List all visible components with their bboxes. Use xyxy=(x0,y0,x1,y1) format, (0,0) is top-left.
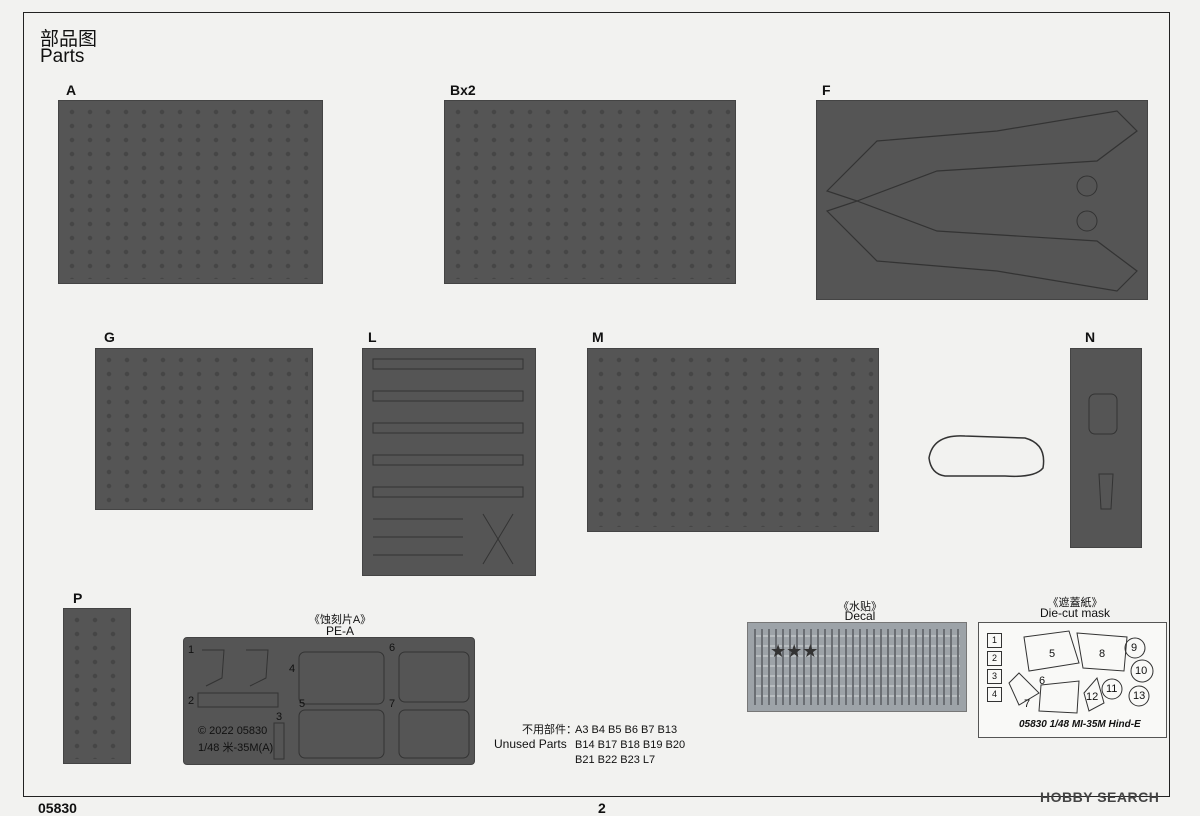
pe-num-3: 3 xyxy=(276,711,283,723)
pe-title-cn: 《蚀刻片A》 xyxy=(308,614,372,626)
decal-sheet: ★★★ xyxy=(747,622,967,712)
sprue-label-f: F xyxy=(822,82,831,98)
sprue-label-b: Bx2 xyxy=(450,82,476,98)
decal-stars: ★★★ xyxy=(770,641,819,661)
unused-line-3: B21 B22 B23 L7 xyxy=(575,754,656,766)
page-title-en: Parts xyxy=(40,46,85,67)
mask-num-11: 11 xyxy=(1106,683,1118,695)
mask-num-8: 8 xyxy=(1099,648,1106,660)
sprue-label-l: L xyxy=(368,329,377,345)
sprue-label-m: M xyxy=(592,329,604,345)
sprue-a xyxy=(58,100,323,284)
pe-num-4: 4 xyxy=(289,663,296,675)
mask-title-cn: 《遮蓋紙》 xyxy=(1047,597,1103,609)
canopy-part-drawing xyxy=(928,435,1045,478)
sprue-label-n: N xyxy=(1085,329,1096,345)
page-title-cn: 部品图 xyxy=(40,29,98,50)
mask-num-3: 3 xyxy=(987,669,1002,684)
sprue-label-a: A xyxy=(66,82,77,98)
sprue-f xyxy=(816,100,1148,300)
pe-num-5: 5 xyxy=(299,698,306,710)
pe-num-6: 6 xyxy=(389,642,396,654)
sprue-m xyxy=(587,348,879,532)
unused-label-cn: 不用部件： xyxy=(522,724,577,736)
unused-line-1: A3 B4 B5 B6 B7 B13 xyxy=(575,724,678,736)
mask-num-6: 6 xyxy=(1039,675,1046,687)
mask-num-12: 12 xyxy=(1086,691,1099,703)
sprue-n xyxy=(1070,348,1142,548)
mask-num-9: 9 xyxy=(1131,642,1138,654)
decal-title-cn: 《水贴》 xyxy=(838,601,882,613)
sprue-label-g: G xyxy=(104,329,115,345)
mask-sheet: 1 2 3 4 5 6 7 8 9 10 11 12 13 05830 1/48… xyxy=(978,622,1167,738)
pe-parts-drawing xyxy=(197,649,470,760)
fuselage-parts-drawing xyxy=(825,110,1138,292)
unused-line-2: B14 B17 B18 B19 B20 xyxy=(575,739,686,751)
mask-num-7: 7 xyxy=(1024,698,1031,710)
unused-label-en: Unused Parts xyxy=(494,737,567,751)
sprue-g xyxy=(95,348,313,510)
canopy-sprue-drawing xyxy=(1088,393,1118,510)
sprue-l xyxy=(362,348,536,576)
rotor-blades-drawing xyxy=(372,358,524,565)
pe-num-2: 2 xyxy=(188,695,195,707)
mask-num-13: 13 xyxy=(1133,690,1146,702)
pe-scale: 1/48 米-35M(A) xyxy=(198,742,274,754)
mask-num-4: 4 xyxy=(987,687,1002,702)
page-frame xyxy=(23,12,1170,797)
sprue-p xyxy=(63,608,131,764)
pe-title-en: PE-A xyxy=(325,624,354,638)
watermark: HOBBY SEARCH xyxy=(1040,789,1160,805)
pe-fret: © 2022 05830 1/48 米-35M(A) 1 2 3 4 5 6 7 xyxy=(183,637,475,765)
sprue-b xyxy=(444,100,736,284)
mask-num-5: 5 xyxy=(1049,648,1056,660)
mask-caption: 05830 1/48 MI-35M Hind-E xyxy=(1019,719,1141,730)
decal-title-en: Decal xyxy=(844,609,876,623)
footer-page: 2 xyxy=(598,800,606,816)
mask-shapes-drawing xyxy=(1008,630,1154,714)
mask-title-en: Die-cut mask xyxy=(1039,606,1110,620)
pe-num-1: 1 xyxy=(188,644,195,656)
footer-code: 05830 xyxy=(38,800,77,816)
sprue-label-p: P xyxy=(73,590,83,606)
mask-num-2: 2 xyxy=(987,651,1002,666)
pe-num-7: 7 xyxy=(389,698,396,710)
mask-num-10: 10 xyxy=(1135,665,1148,677)
pe-copyright: © 2022 05830 xyxy=(198,725,268,737)
mask-num-1: 1 xyxy=(987,633,1002,648)
